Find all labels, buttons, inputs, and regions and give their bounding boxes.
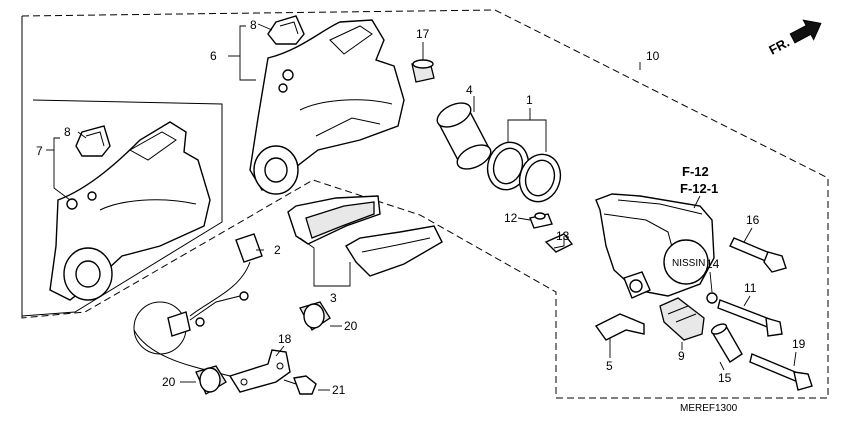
callout-15: 15 [718,371,732,385]
sleeve-15 [710,323,743,363]
sensor-stay-18 [228,349,291,393]
callout-21: 21 [332,383,346,397]
callout-17: 17 [416,27,430,41]
caliper-body: NISSIN [595,193,715,299]
brake-pad-set-3 [287,195,443,277]
callout-9: 9 [678,349,685,363]
piston-seal-set-1 [486,141,562,203]
bolt-21 [283,375,317,395]
callout-20b: 20 [162,375,176,389]
diagram-code: MEREF1300 [680,403,738,414]
caliper-bracket-7 [49,121,211,301]
callout-6: 6 [210,49,217,63]
callout-20a: 20 [344,319,358,333]
sensor-harness [133,291,263,381]
assembly-boundary-outline [21,9,829,399]
leader-lines [46,23,797,391]
callout-2: 2 [274,243,281,257]
bracket-group-outline [21,99,223,317]
callout-13: 13 [556,229,570,243]
grommet-20a [299,301,331,331]
arrow-icon [789,19,822,44]
pad-spring-5 [594,313,645,341]
reference-label-f12: F-12 [682,164,709,179]
bleeder-screw-12 [529,212,553,229]
front-direction-label: FR. [766,35,792,58]
callout-1: 1 [526,93,533,107]
callout-14: 14 [706,257,720,271]
callout-8b: 8 [64,125,71,139]
bleeder-cap-13 [544,233,574,253]
washer-14 [706,292,718,304]
pin-cap-17 [411,59,435,83]
front-direction-indicator: FR. [766,19,822,58]
callout-5: 5 [606,359,613,373]
caliper-logo-text: NISSIN [672,258,705,269]
callout-8a: 8 [250,18,257,32]
callout-7: 7 [36,144,43,158]
callout-10: 10 [646,49,660,63]
callout-12: 12 [504,211,518,225]
boot-9 [659,297,705,341]
callout-3: 3 [330,291,337,305]
piston-4 [436,102,492,170]
callout-16: 16 [746,213,760,227]
callout-4: 4 [466,83,473,97]
callout-19: 19 [792,337,806,351]
pad-spring-clip-8a [267,15,305,45]
speed-sensor-2 [189,233,263,317]
bolt-19 [749,353,813,391]
grommet-20b [195,365,227,395]
pad-spring-clip-8b [75,125,111,157]
reference-label-f12-1: F-12-1 [680,181,718,196]
callout-18: 18 [278,332,292,346]
pin-11 [717,299,783,337]
caliper-bracket-6 [249,19,405,195]
callout-11: 11 [744,281,757,295]
pin-bolt-16 [729,237,787,273]
